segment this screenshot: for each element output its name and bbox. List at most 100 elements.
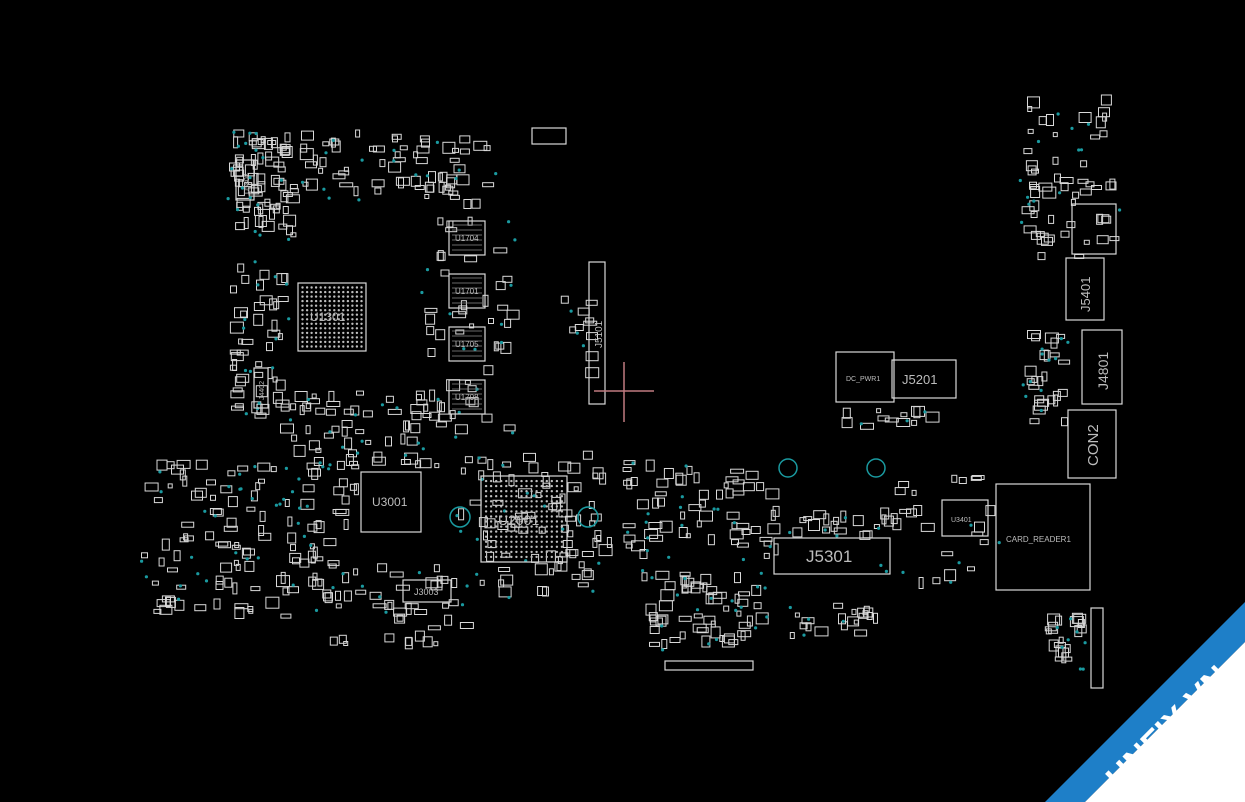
bga-ball (540, 484, 543, 488)
smd-pad (332, 509, 347, 514)
via (454, 176, 458, 181)
bga-ball (328, 286, 331, 289)
j4801-label: J4801 (1095, 352, 1111, 390)
j5201-connector[interactable] (891, 359, 957, 399)
bga-ball (510, 520, 513, 523)
smd-pad (578, 561, 585, 569)
bga-ball (351, 299, 354, 303)
via (288, 418, 293, 422)
bga-ball (530, 500, 533, 503)
smd-pad (913, 406, 921, 419)
via (454, 435, 458, 439)
smd-pad (277, 333, 283, 341)
bga-ball (555, 484, 559, 488)
right-edge-connector[interactable] (1090, 607, 1104, 689)
smd-pad (218, 541, 231, 549)
u1708-chip[interactable] (448, 379, 486, 415)
smd-pad (890, 513, 898, 525)
bga-ball (495, 510, 498, 513)
u5802-chip[interactable] (235, 159, 255, 201)
bga-ball (510, 545, 513, 548)
bga-ball (515, 479, 518, 483)
j4402-connector[interactable] (253, 367, 269, 409)
u3001-chip[interactable] (360, 471, 422, 533)
smd-pad (1027, 128, 1034, 134)
smd-pad (1046, 114, 1054, 126)
con2-connector[interactable] (1067, 409, 1117, 479)
top-right-module[interactable] (1071, 203, 1117, 255)
smd-pad (1078, 112, 1092, 123)
smd-pad (803, 516, 813, 522)
u2001-chip[interactable] (480, 475, 568, 563)
bga-ball (355, 322, 359, 325)
bga-ball (510, 505, 513, 508)
smd-pad (896, 418, 911, 427)
bga-ball (484, 555, 488, 559)
smd-pad (652, 497, 660, 509)
smd-pad (679, 571, 691, 577)
via (462, 347, 466, 351)
smd-pad (179, 537, 189, 543)
u1301-chip[interactable] (297, 282, 367, 352)
top-small-connector[interactable] (531, 127, 567, 145)
j5301-connector[interactable] (773, 537, 891, 575)
u1705-chip[interactable] (448, 326, 486, 362)
smd-pad (269, 207, 275, 220)
via (788, 605, 792, 610)
bga-ball (310, 286, 313, 289)
smd-pad (416, 394, 422, 401)
bga-ball (484, 545, 488, 548)
smd-pad (308, 468, 321, 477)
smd-pad (223, 525, 238, 532)
via (507, 220, 511, 224)
smd-pad (449, 157, 460, 163)
u3401-chip[interactable] (941, 499, 989, 537)
bga-ball (319, 322, 322, 325)
u1704-chip[interactable] (448, 220, 486, 256)
smd-pad (681, 585, 689, 594)
bga-ball (545, 535, 548, 538)
j4801-connector[interactable] (1081, 329, 1123, 405)
via (1055, 625, 1059, 630)
bga-ball (515, 484, 518, 488)
bga-ball (510, 510, 513, 513)
smd-pad (406, 436, 418, 446)
smd-pad (210, 494, 216, 501)
smd-pad (1099, 130, 1108, 138)
bga-ball (305, 340, 309, 344)
smd-pad (311, 393, 317, 399)
smd-pad (487, 459, 494, 471)
smd-pad (542, 482, 551, 489)
bga-ball (500, 525, 503, 528)
smd-pad (237, 263, 245, 273)
smd-pad (153, 497, 163, 504)
smd-pad (335, 508, 350, 516)
bga-ball (489, 484, 493, 488)
bga-ball (520, 545, 523, 548)
smd-pad (227, 470, 236, 477)
bga-ball (505, 520, 508, 523)
smd-pad (1041, 371, 1048, 382)
u1701-chip[interactable] (448, 273, 486, 309)
bottom-strip-connector[interactable] (664, 660, 754, 671)
smd-pad (1066, 221, 1076, 229)
smd-pad (567, 482, 582, 493)
bga-ball (500, 545, 503, 548)
smd-pad (377, 563, 388, 573)
smd-pad (622, 467, 632, 472)
via (328, 430, 332, 434)
dc-pwr1-connector[interactable] (835, 351, 895, 403)
bga-ball (351, 345, 354, 348)
bga-ball (555, 510, 559, 513)
smd-pad (644, 529, 659, 539)
smd-pad (729, 529, 744, 540)
bga-ball (314, 340, 318, 344)
smd-pad (265, 151, 273, 161)
j3003-connector[interactable] (402, 579, 452, 603)
bga-ball (319, 309, 322, 312)
card-reader1-connector[interactable] (995, 483, 1091, 591)
j5101-connector[interactable] (588, 261, 606, 405)
smd-pad (437, 217, 444, 226)
j5401-connector[interactable] (1065, 257, 1105, 321)
